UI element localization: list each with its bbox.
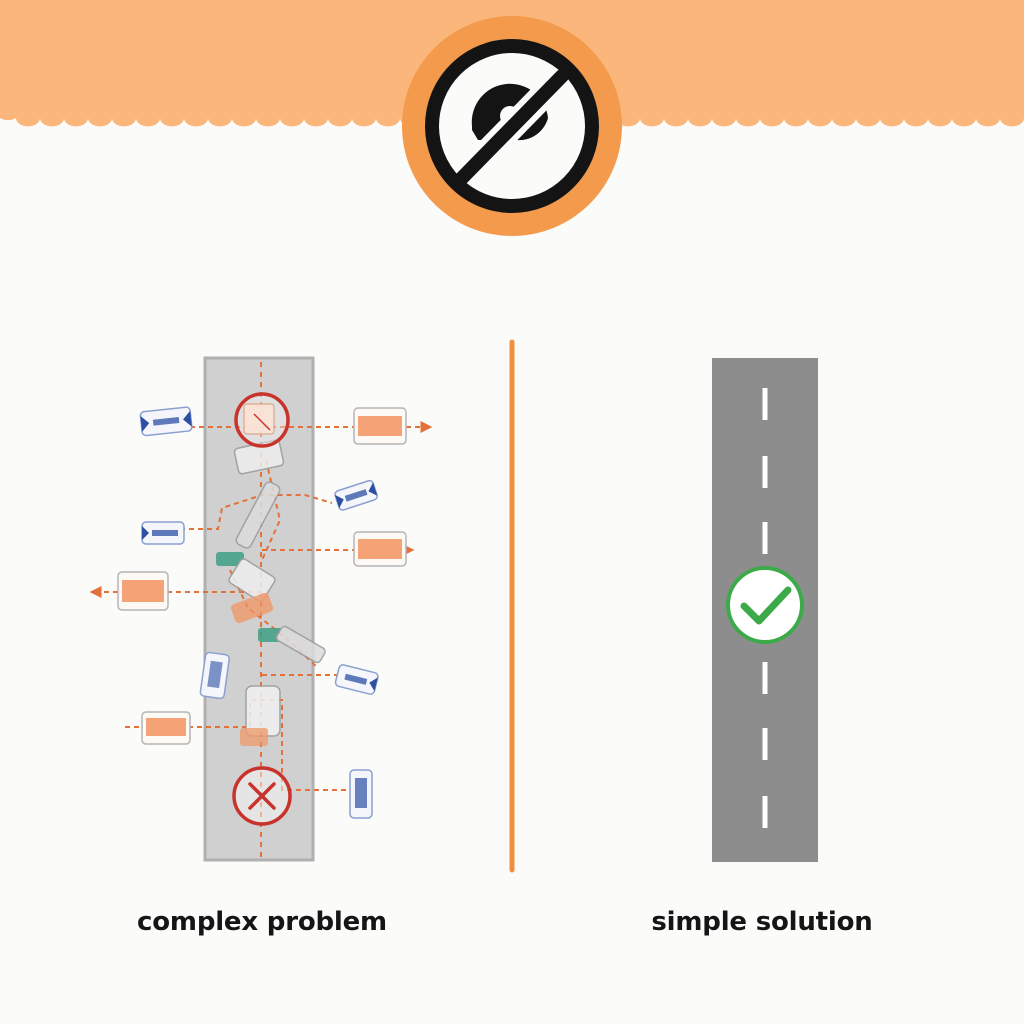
clutter-piece (235, 481, 281, 549)
clutter-package (334, 479, 378, 511)
clutter-piece (216, 552, 244, 566)
connector-line (180, 494, 333, 530)
check-circle-icon (726, 566, 804, 644)
clutter-package (199, 651, 230, 700)
clutter-piece (240, 728, 268, 746)
cross-circle-icon (234, 392, 290, 448)
cross-circle-icon (232, 766, 292, 826)
simple-solution-label: simple solution (651, 907, 873, 937)
clutter-package (334, 664, 379, 695)
clutter-piece (228, 558, 276, 602)
clutter-piece (275, 625, 326, 664)
clutter-package (141, 711, 191, 745)
clutter-package (139, 406, 193, 437)
connector-line (261, 459, 282, 561)
header-icon-slash (455, 69, 569, 185)
clutter-package (353, 407, 407, 445)
clutter-package (117, 571, 169, 611)
clutter-package (141, 521, 185, 545)
no-parking-icon (402, 16, 622, 236)
complex-problem-label: complex problem (137, 907, 387, 937)
clutter-piece (230, 592, 274, 624)
header-icon-ring (425, 39, 599, 213)
clutter-package (349, 769, 373, 819)
clutter-package (353, 531, 407, 567)
